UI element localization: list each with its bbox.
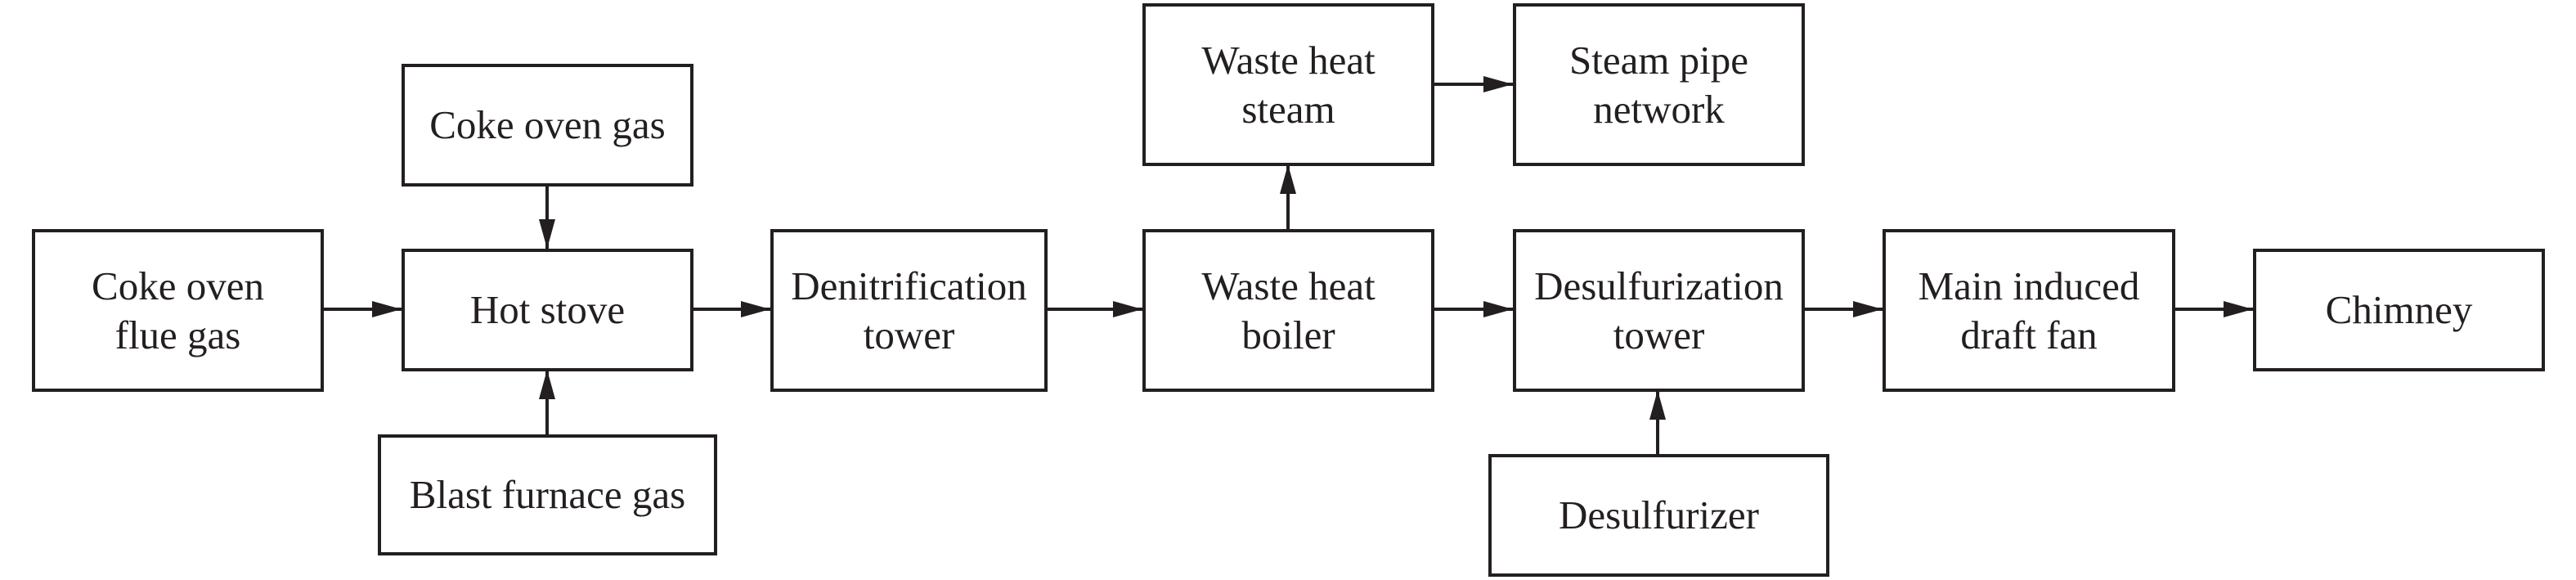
node-desulfurization-tower: Desulfurization tower (1513, 229, 1805, 392)
node-hot-stove: Hot stove (402, 249, 693, 371)
node-denitrification-tower: Denitrification tower (770, 229, 1048, 392)
node-steam-pipe-network: Steam pipe network (1513, 3, 1805, 166)
node-waste-heat-boiler: Waste heat boiler (1142, 229, 1434, 392)
node-blast-furnace-gas: Blast furnace gas (378, 434, 717, 555)
node-desulfurizer: Desulfurizer (1488, 454, 1829, 577)
node-coke-oven-flue-gas: Coke oven flue gas (32, 229, 324, 392)
node-chimney: Chimney (2253, 249, 2545, 371)
node-coke-oven-gas: Coke oven gas (402, 64, 693, 187)
node-main-induced-draft-fan: Main induced draft fan (1883, 229, 2175, 392)
node-waste-heat-steam: Waste heat steam (1142, 3, 1434, 166)
